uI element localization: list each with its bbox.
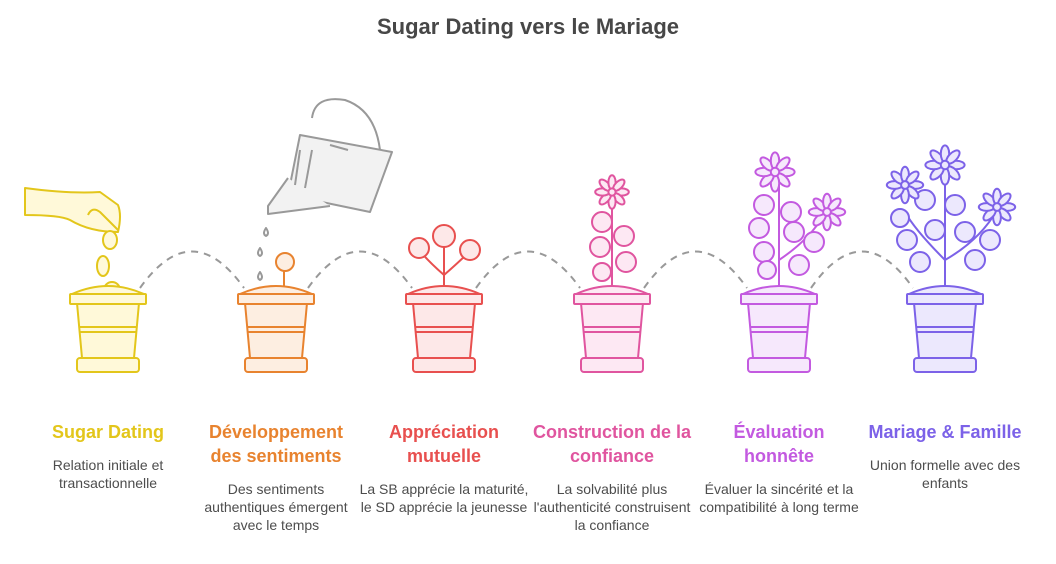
step-title: Sugar Dating	[51, 422, 164, 442]
step-description: La SB apprécie la maturité, le SD appréc…	[359, 481, 529, 515]
hand-dropping-seeds-pot-icon	[69, 285, 147, 373]
step-description: Union formelle avec des enfants	[869, 457, 1021, 491]
step-title: Construction de la confiance	[532, 422, 691, 466]
dashed-arc	[810, 250, 914, 289]
step-4: Construction de la confiance La solvabili…	[527, 420, 697, 534]
full-bloom-plant-pot-icon	[885, 144, 1017, 373]
sprout-pot-icon	[237, 252, 315, 373]
step-title: Développement des sentiments	[208, 422, 344, 466]
dashed-arc	[475, 250, 581, 289]
young-plant-pot-icon	[405, 224, 483, 373]
step-3: Appréciation mutuelle La SB apprécie la m…	[359, 420, 529, 516]
step-description: Des sentiments authentiques émergent ave…	[204, 481, 348, 533]
step-description: La solvabilité plus l'authenticité const…	[533, 481, 691, 533]
dashed-arc	[139, 250, 245, 289]
page-title: Sugar Dating vers le Mariage	[377, 14, 679, 39]
watering-can-icon	[257, 98, 393, 281]
blooming-plant-pot-icon	[740, 151, 847, 373]
step-title: Appréciation mutuelle	[388, 422, 499, 466]
dashed-arc	[643, 250, 748, 289]
dashed-connectors	[139, 250, 914, 289]
flowering-plant-pot-icon	[573, 174, 651, 373]
step-title: Mariage & Famille	[868, 422, 1022, 442]
growth-illustration	[24, 98, 1017, 373]
step-title: Évaluation honnête	[733, 422, 825, 466]
dashed-arc	[307, 250, 413, 289]
hand-icon	[24, 187, 121, 299]
step-description: Évaluer la sincérité et la compatibilité…	[699, 481, 859, 515]
step-description: Relation initiale et transactionnelle	[52, 457, 164, 491]
